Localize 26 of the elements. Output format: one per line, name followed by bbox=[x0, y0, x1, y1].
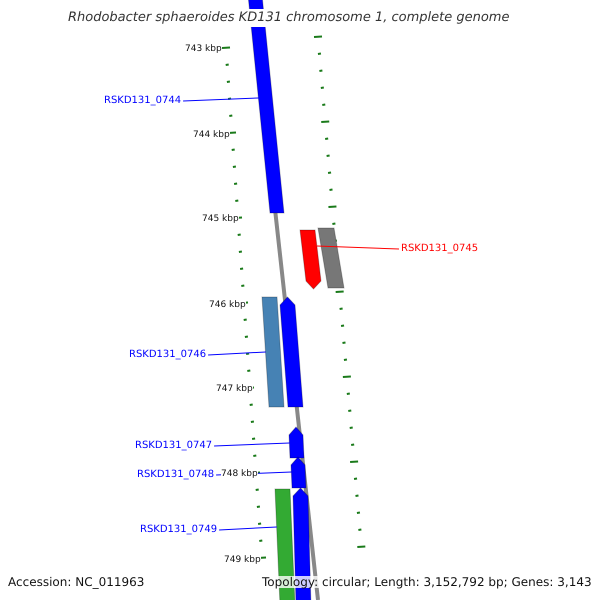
gene-label: RSKD131_0745 bbox=[401, 243, 478, 255]
gene-feature bbox=[290, 456, 307, 488]
gene-label: RSKD131_0746 bbox=[129, 349, 206, 361]
leader-line bbox=[208, 352, 266, 356]
leader-line bbox=[214, 442, 290, 446]
scale-label: 743 kbp bbox=[185, 43, 222, 55]
scale-label: 748 kbp bbox=[221, 468, 258, 480]
scale-label: 747 kbp bbox=[216, 383, 253, 395]
scale-label: 749 kbp bbox=[224, 554, 261, 566]
gene-feature bbox=[317, 228, 345, 288]
gene-label: RSKD131_0748 bbox=[137, 469, 214, 481]
scale-label: 744 kbp bbox=[193, 129, 230, 141]
gene-feature bbox=[299, 230, 322, 290]
gene-feature bbox=[261, 296, 285, 408]
leader-line bbox=[218, 526, 278, 530]
leader-line bbox=[182, 98, 260, 102]
scale-label: 746 kbp bbox=[209, 299, 246, 311]
gene-label: RSKD131_0747 bbox=[135, 440, 212, 452]
gene-label: RSKD131_0749 bbox=[140, 524, 218, 536]
gene-feature bbox=[279, 296, 304, 408]
footer-text: Topology: circular; Length: 3,152,792 bp; Genes: 3,143 bbox=[262, 576, 592, 588]
gene-feature bbox=[288, 426, 305, 458]
leader-line bbox=[316, 246, 400, 250]
scale-label: 745 kbp bbox=[202, 213, 239, 225]
footer-text: Accession: NC_011963 bbox=[8, 576, 144, 588]
gene-label: RSKD131_0744 bbox=[104, 95, 182, 107]
